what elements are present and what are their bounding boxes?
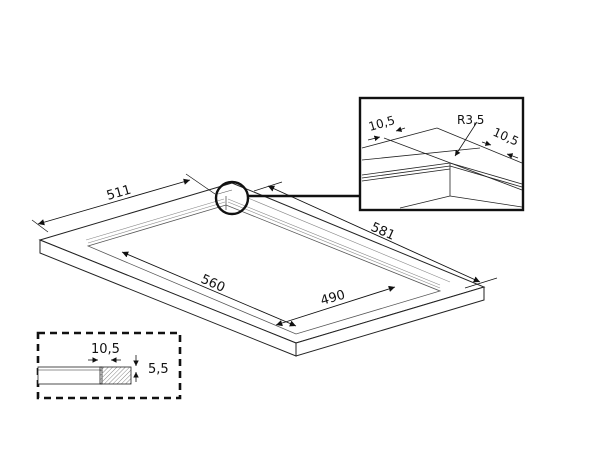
dimension-490: 490: [275, 285, 396, 327]
dimension-label-490: 490: [319, 288, 347, 309]
detail-view-border: [358, 96, 525, 212]
section-hatched-ledge: [99, 366, 132, 385]
section-label-ledge-width: 10,5: [91, 342, 120, 357]
dimension-label-511: 511: [105, 183, 133, 204]
detail-callout-circle: [214, 180, 250, 216]
section-profile: [37, 366, 103, 385]
detail-label-radius: R3,5: [457, 113, 484, 127]
detail-view: 10,5 R3,5 10,5: [358, 96, 525, 212]
section-label-ledge-depth: 5,5: [148, 362, 169, 377]
section-view: 10,5 5,5: [36, 331, 182, 400]
section-view-border: [36, 331, 182, 400]
dimension-label-581: 581: [368, 220, 397, 244]
dimension-511: 511: [31, 173, 216, 233]
